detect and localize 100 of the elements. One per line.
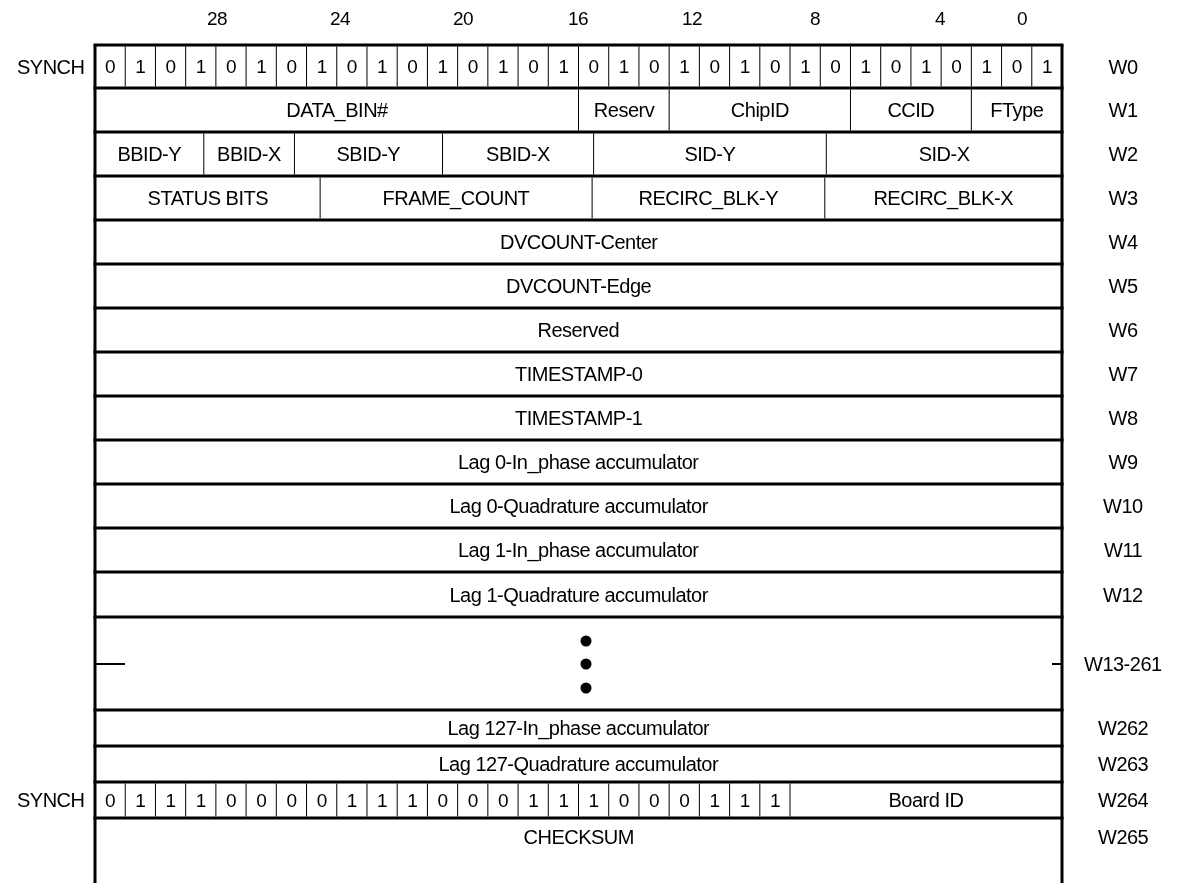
field-name: DATA_BIN# (286, 100, 388, 120)
word-label: W263 (1098, 754, 1149, 774)
field-name: SBID-X (486, 144, 550, 164)
bit-value: 1 (558, 57, 569, 76)
bit-value: 1 (165, 790, 176, 810)
bit-value: 1 (860, 57, 871, 76)
bit-value: 0 (407, 57, 418, 76)
word-label: W264 (1098, 790, 1149, 810)
word-label: W7 (1108, 364, 1138, 384)
field-name: Lag 127-In_phase accumulator (447, 718, 710, 738)
bit-value: 1 (769, 790, 780, 810)
word-label: W11 (1104, 540, 1143, 560)
word-label: W6 (1108, 320, 1138, 340)
word-label: W10 (1103, 496, 1143, 516)
bit-value: 0 (437, 790, 448, 810)
bit-value: 1 (709, 790, 720, 810)
word-label: W8 (1108, 408, 1138, 428)
bit-value: 0 (769, 57, 780, 76)
field-name: Lag 127-Quadrature accumulator (438, 754, 719, 774)
field-name: STATUS BITS (147, 188, 268, 208)
bit-value: 1 (377, 790, 388, 810)
field-name: ChipID (730, 100, 789, 120)
bit-value: 0 (467, 790, 478, 810)
word-label: W5 (1108, 276, 1138, 296)
word-label: W2 (1108, 144, 1138, 164)
bit-value: 1 (739, 790, 750, 810)
bit-value: 1 (497, 57, 509, 76)
field-name: Lag 1-In_phase accumulator (458, 540, 699, 560)
bit-value: 1 (316, 57, 327, 76)
field-name: BBID-X (217, 144, 281, 164)
word-label: W1 (1108, 100, 1138, 120)
bit-value: 0 (890, 57, 901, 76)
bit-value: 0 (346, 57, 357, 76)
word-label: W9 (1108, 452, 1138, 472)
bit-value: 1 (195, 57, 206, 76)
bit-value: 0 (467, 57, 478, 76)
word-label: W12 (1103, 584, 1143, 605)
bit-number: 24 (330, 8, 351, 28)
bit-value: 0 (105, 790, 116, 810)
bit-value: 1 (1041, 57, 1052, 76)
bit-value: 1 (256, 57, 267, 76)
field-name: RECIRC_BLK-X (873, 188, 1013, 208)
field-name: Board ID (888, 790, 964, 810)
bit-value: 0 (679, 790, 690, 810)
bit-number: 20 (453, 8, 474, 28)
word-label: W265 (1098, 826, 1149, 847)
bit-value: 1 (739, 57, 750, 76)
bit-number: 12 (682, 8, 703, 28)
field-name: SID-Y (684, 144, 736, 164)
bit-value: 1 (377, 57, 388, 76)
field-name: Reserved (537, 320, 620, 340)
bit-value: 0 (649, 790, 660, 810)
bit-value: 0 (951, 57, 962, 76)
bit-value: 0 (618, 790, 629, 810)
bit-value: 0 (226, 790, 237, 810)
field-name: DVCOUNT-Edge (506, 276, 652, 296)
bit-number: 16 (568, 8, 589, 28)
field-name: RECIRC_BLK-Y (638, 188, 779, 208)
bit-number: 28 (207, 8, 228, 28)
bit-value: 0 (256, 790, 267, 810)
bit-value: 0 (588, 57, 599, 76)
field-name: FType (990, 100, 1044, 120)
bit-value: 0 (1011, 57, 1022, 76)
bit-value: 1 (195, 790, 206, 810)
bit-value: 1 (800, 57, 811, 76)
bit-value: 1 (921, 57, 932, 76)
field-name: TIMESTAMP-0 (515, 364, 643, 384)
bit-value: 1 (588, 790, 599, 810)
bit-number: 8 (810, 8, 821, 28)
bit-number: 0 (1017, 8, 1028, 28)
bit-value: 0 (165, 57, 176, 76)
field-name: SBID-Y (336, 144, 401, 164)
field-name: Lag 0-Quadrature accumulator (449, 496, 708, 516)
bit-value: 0 (286, 790, 297, 810)
bit-value: 1 (135, 57, 146, 76)
bit-value: 1 (618, 57, 629, 76)
bit-value: 1 (981, 57, 992, 76)
field-name: FRAME_COUNT (382, 188, 530, 208)
field-name: TIMESTAMP-1 (515, 408, 643, 428)
field-name: BBID-Y (117, 144, 182, 164)
word-label: W13-261 (1084, 653, 1162, 674)
field-name: CHECKSUM (523, 826, 634, 847)
field-name: DVCOUNT-Center (500, 232, 658, 252)
bit-value: 1 (528, 790, 539, 810)
bit-value: 1 (135, 790, 146, 810)
bit-value: 0 (105, 57, 116, 76)
row-label: SYNCH (17, 790, 85, 810)
bit-value: 0 (226, 57, 237, 76)
word-label: W3 (1108, 188, 1138, 208)
bit-value: 0 (286, 57, 297, 76)
bit-value: 1 (407, 790, 418, 810)
bit-number: 4 (935, 8, 946, 28)
bit-value: 1 (679, 57, 690, 76)
field-name: CCID (887, 100, 935, 120)
bit-value: 0 (316, 790, 327, 810)
bit-value: 0 (497, 790, 509, 810)
bit-value: 1 (558, 790, 569, 810)
bit-value: 0 (830, 57, 841, 76)
bit-value: 0 (649, 57, 660, 76)
word-label: W0 (1108, 56, 1138, 77)
